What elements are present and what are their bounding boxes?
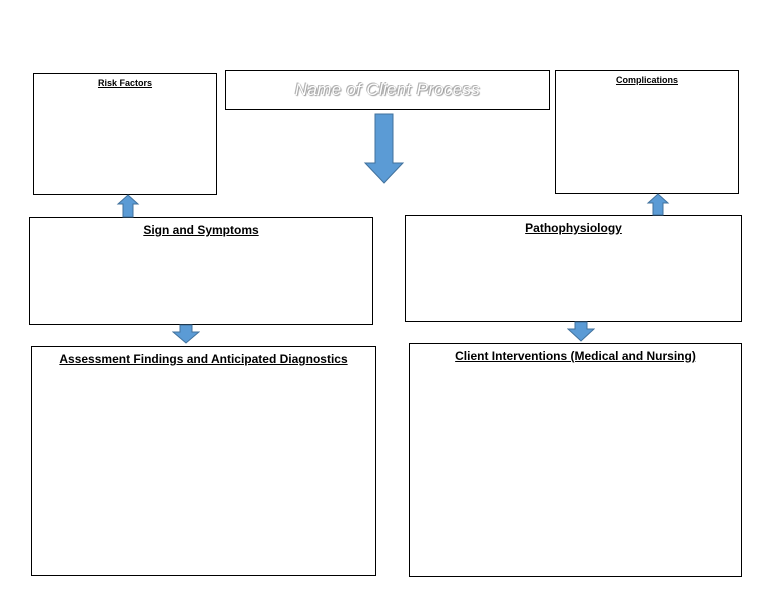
signs-symptoms-box: Sign and Symptoms — [29, 217, 373, 325]
risk-factors-box: Risk Factors — [33, 73, 217, 195]
down-arrow-icon — [172, 324, 200, 344]
interventions-box: Client Interventions (Medical and Nursin… — [409, 343, 742, 577]
down-arrow-icon — [567, 321, 595, 342]
pathophysiology-heading: Pathophysiology — [525, 221, 622, 235]
pathophysiology-box: Pathophysiology — [405, 215, 742, 322]
complications-heading: Complications — [615, 75, 678, 85]
up-arrow-icon — [646, 193, 670, 216]
client-process-title-box: Name of Client Process — [225, 70, 550, 110]
up-arrow-icon — [116, 194, 140, 218]
assessment-heading: Assessment Findings and Anticipated Diag… — [59, 352, 348, 366]
client-process-title: Name of Client Process — [294, 80, 481, 99]
interventions-heading: Client Interventions (Medical and Nursin… — [455, 349, 696, 363]
complications-box: Complications — [555, 70, 739, 194]
signs-symptoms-heading: Sign and Symptoms — [143, 223, 259, 237]
down-arrow-icon — [363, 113, 405, 184]
risk-factors-heading: Risk Factors — [97, 78, 153, 88]
assessment-box: Assessment Findings and Anticipated Diag… — [31, 346, 376, 576]
